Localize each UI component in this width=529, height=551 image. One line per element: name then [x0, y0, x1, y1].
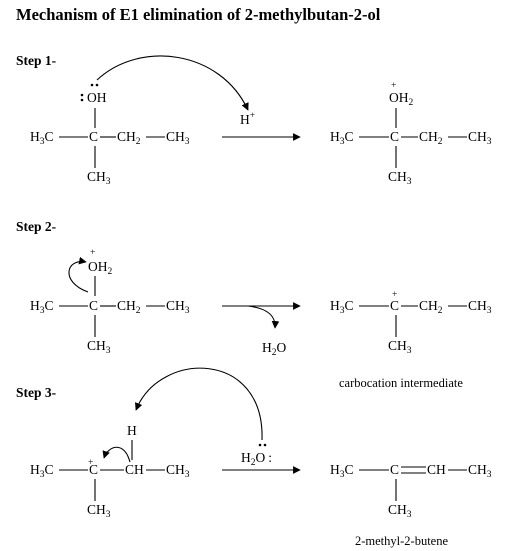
lone-pair-dot: [80, 98, 84, 102]
diagram-title: Mechanism of E1 elimination of 2-methylb…: [16, 5, 381, 24]
methyl-ch3: CH3: [468, 462, 492, 480]
methyl-ch3: CH3: [166, 462, 190, 480]
proton-h-plus: H+: [240, 111, 255, 127]
methyl-h3c: H3C: [330, 462, 354, 480]
carbocation-carbon: C: [390, 298, 399, 313]
carbocation-caption: carbocation intermediate: [339, 376, 463, 390]
step-2-reactant: + OH2 H3C C CH2 CH3 CH3: [30, 248, 190, 356]
methyl-ch3: CH3: [468, 298, 492, 316]
product-caption: 2-methyl-2-butene: [355, 534, 448, 548]
water-leaving-arrow: [247, 305, 280, 329]
carbocation-carbon: C: [89, 462, 98, 477]
step-3-product: H3C C CH CH3 CH3: [330, 462, 492, 520]
alkene-carbon: C: [390, 462, 399, 477]
methine-ch: CH: [427, 462, 446, 477]
step-1-reactant: OH H3C C CH2 CH3 CH3: [30, 83, 190, 187]
methyl-ch3-bottom: CH3: [388, 169, 412, 187]
methyl-ch3-bottom: CH3: [388, 502, 412, 520]
curved-arrow-o-to-h: [96, 55, 249, 111]
methyl-ch3-bottom: CH3: [87, 338, 111, 356]
methylene-ch2: CH2: [117, 298, 141, 316]
water-nucleophile: H2O:: [241, 450, 272, 468]
methyl-h3c: H3C: [30, 462, 54, 480]
step-1-label: Step 1-: [16, 53, 56, 68]
step-3-reactant: H H3C + C CH CH3 CH3: [30, 423, 190, 520]
methyl-h3c: H3C: [330, 298, 354, 316]
step-2-product: H3C + C CH2 CH3 CH3: [330, 290, 492, 356]
step-1-product: + OH2 H3C C CH2 CH3 CH3: [330, 81, 492, 187]
plus-charge: +: [90, 248, 95, 258]
lone-pair-dot: [263, 443, 267, 447]
step-2-label: Step 2-: [16, 219, 56, 234]
methyl-ch3: CH3: [166, 129, 190, 147]
plus-charge: +: [392, 290, 397, 300]
central-carbon: C: [89, 129, 98, 144]
lone-pair-dot: [90, 83, 94, 87]
central-carbon: C: [390, 129, 399, 144]
methyl-h3c: H3C: [330, 129, 354, 147]
methylene-ch2: CH2: [419, 298, 443, 316]
curved-arrow-ch-to-c: [102, 446, 131, 463]
curved-arrow-water-to-h: [135, 367, 263, 441]
methyl-ch3-bottom: CH3: [87, 502, 111, 520]
curved-arrow-bond-to-o: [68, 256, 89, 293]
plus-charge: +: [391, 81, 396, 91]
hydroxyl-group: OH: [87, 90, 107, 105]
water-molecule: H2O: [262, 340, 287, 358]
oxonium-group: OH2: [88, 259, 113, 277]
step-3-label: Step 3-: [16, 385, 56, 400]
methyl-h3c: H3C: [30, 129, 54, 147]
lone-pair-dot: [95, 83, 99, 87]
oxonium-group: OH2: [389, 90, 414, 108]
methyl-ch3: CH3: [166, 298, 190, 316]
methyl-h3c: H3C: [30, 298, 54, 316]
lone-pair-dot: [80, 93, 84, 97]
central-carbon: C: [89, 298, 98, 313]
methyl-ch3: CH3: [468, 129, 492, 147]
methine-ch: CH: [125, 462, 144, 477]
lone-pair-dot: [258, 443, 262, 447]
methyl-ch3-bottom: CH3: [388, 338, 412, 356]
methyl-ch3-bottom: CH3: [87, 169, 111, 187]
plus-charge: +: [88, 458, 93, 468]
methylene-ch2: CH2: [117, 129, 141, 147]
methylene-ch2: CH2: [419, 129, 443, 147]
hydrogen-atom: H: [127, 423, 137, 438]
